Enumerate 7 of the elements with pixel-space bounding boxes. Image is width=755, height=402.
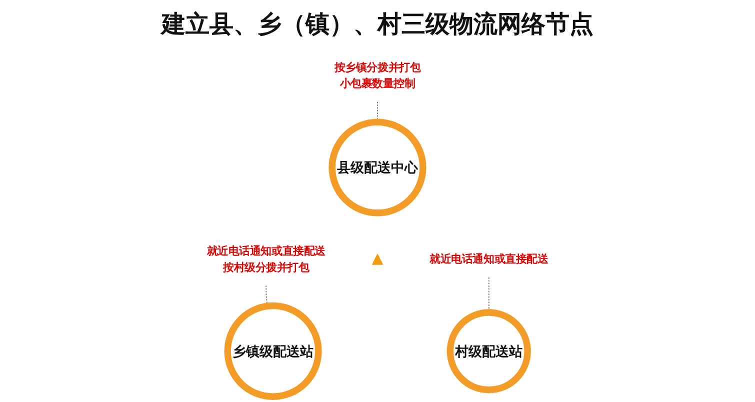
node-text: 按乡镇分拨并打包 小包裹数量控制 xyxy=(334,60,421,90)
node-circle: 乡镇级配送站 xyxy=(224,302,322,400)
node-text: 就近电话通知或直接配送 xyxy=(430,252,548,266)
diagram-title: 建立县、乡（镇）、村三级物流网络节点 xyxy=(162,9,594,40)
node-circle: 县级配送中心 xyxy=(328,118,426,216)
node-text: 就近电话通知或直接配送 按村级分拨并打包 xyxy=(206,244,326,274)
node-circle: 村级配送站 xyxy=(446,309,531,394)
